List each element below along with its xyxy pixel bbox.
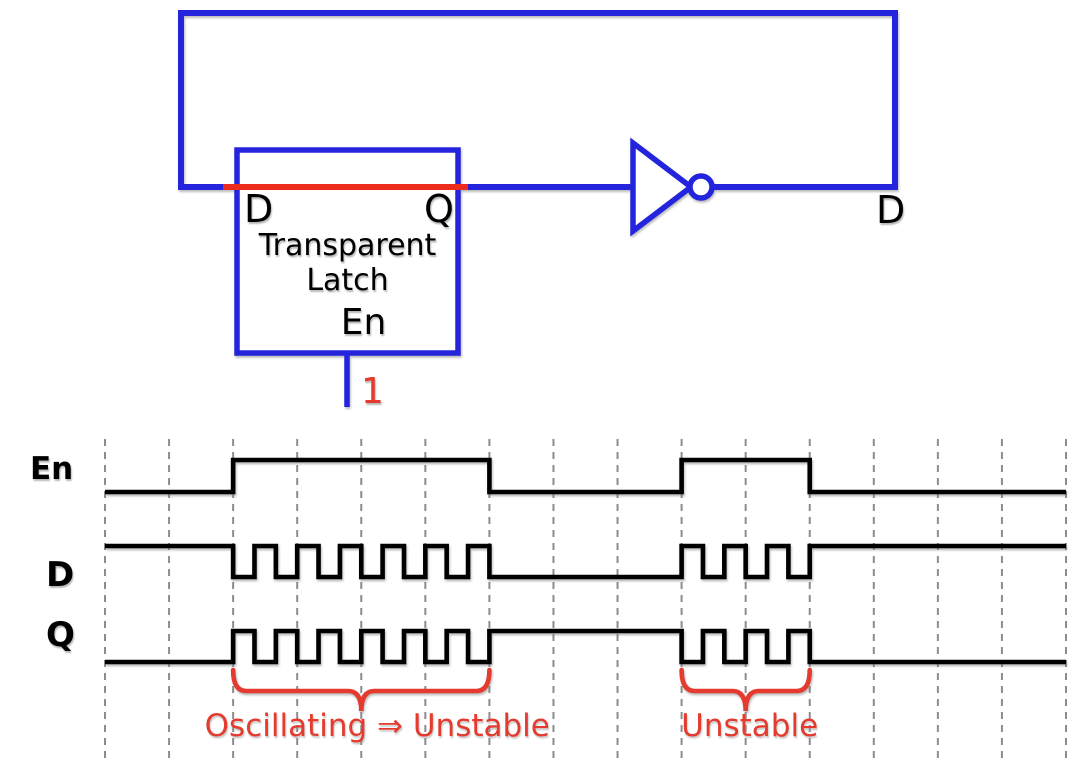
brace-annotation [679, 667, 813, 712]
annotation-label-unstable: Unstable [681, 708, 819, 744]
annotation-label-oscillating: Oscillating ⇒ Unstable [204, 708, 550, 744]
brace-annotation [230, 667, 492, 712]
latch-q-label: Q [424, 187, 454, 231]
signal-label-en: En [30, 451, 74, 487]
waveform-q [105, 628, 1066, 665]
feedback-d-label: D [876, 188, 906, 232]
latch-name-line2: Latch [306, 263, 389, 298]
inverter-icon [630, 137, 696, 237]
signal-label-d: D [46, 555, 75, 595]
enable-value-label: 1 [361, 371, 384, 412]
latch-d-label: D [244, 187, 274, 231]
waveform-d [105, 543, 1066, 580]
latch-box [234, 147, 461, 356]
latch-name-line1: Transparent [258, 228, 437, 263]
inverter-bubble-icon [687, 173, 715, 201]
feedback-wire [178, 10, 898, 190]
waveform-en [105, 457, 1066, 495]
latch-en-label: En [340, 302, 387, 343]
signal-label-q: Q [46, 615, 75, 655]
